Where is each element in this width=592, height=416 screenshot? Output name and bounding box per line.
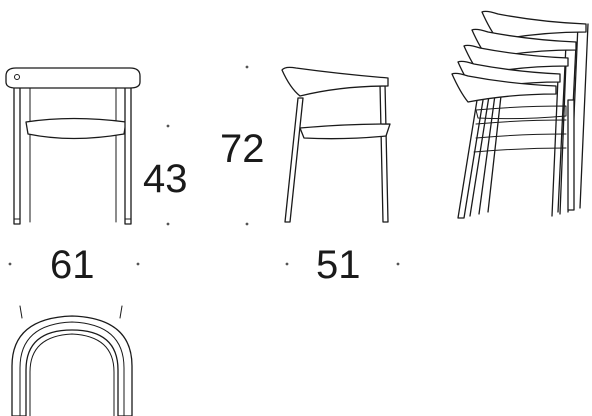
overall-height-label: 72	[220, 127, 265, 171]
dimension-markers	[8, 65, 400, 266]
width-label: 61	[50, 243, 95, 287]
depth-label: 51	[316, 243, 361, 287]
front-view-chair	[5, 67, 141, 225]
stacked-chairs-view	[451, 10, 589, 219]
side-view-chair	[281, 66, 391, 223]
seat-height-label: 43	[143, 157, 188, 201]
top-view-chair	[11, 305, 133, 416]
